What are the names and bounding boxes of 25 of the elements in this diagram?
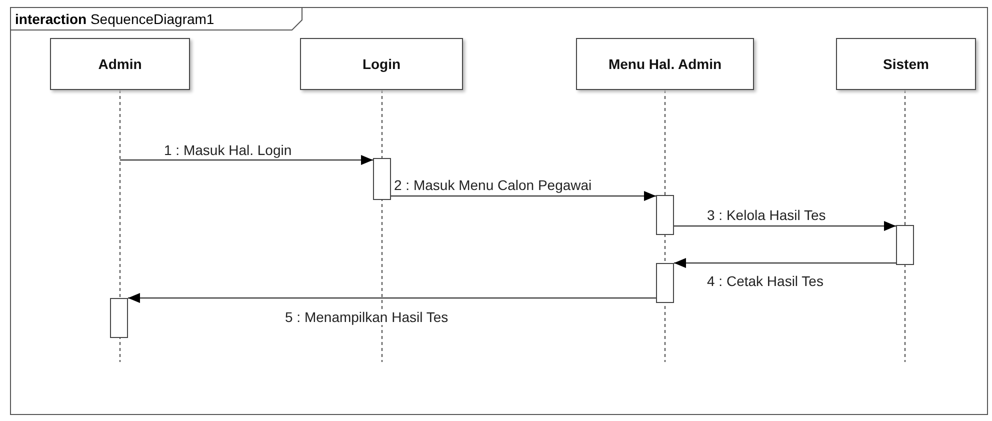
lifeline-name: Login xyxy=(362,56,401,72)
message-arrow xyxy=(128,293,656,303)
interaction-frame xyxy=(10,7,988,415)
message-label: 1 : Masuk Hal. Login xyxy=(163,142,293,158)
message-label: 5 : Menampilkan Hasil Tes xyxy=(284,309,450,325)
message-label: 2 : Masuk Menu Calon Pegawai xyxy=(393,177,593,193)
message-arrow xyxy=(391,191,656,201)
lifeline-head xyxy=(836,38,976,90)
lifeline-name: Sistem xyxy=(883,56,929,72)
activation-bar xyxy=(656,195,674,235)
lifeline-name: Menu Hal. Admin xyxy=(608,56,722,72)
lifeline-head xyxy=(50,38,190,90)
message-arrow xyxy=(674,258,896,268)
message-label: 3 : Kelola Hasil Tes xyxy=(706,207,827,223)
activation-bar xyxy=(656,263,674,303)
message-label: 4 : Cetak Hasil Tes xyxy=(706,273,824,289)
message-arrow xyxy=(120,155,373,165)
frame-title: interaction SequenceDiagram1 xyxy=(15,11,214,27)
lifeline-name: Admin xyxy=(98,56,142,72)
lifeline-head xyxy=(300,38,463,90)
activation-bar xyxy=(110,298,128,338)
lifeline-head xyxy=(576,38,754,90)
activation-bar xyxy=(896,225,914,265)
message-arrow xyxy=(674,221,896,231)
activation-bar xyxy=(373,158,391,200)
